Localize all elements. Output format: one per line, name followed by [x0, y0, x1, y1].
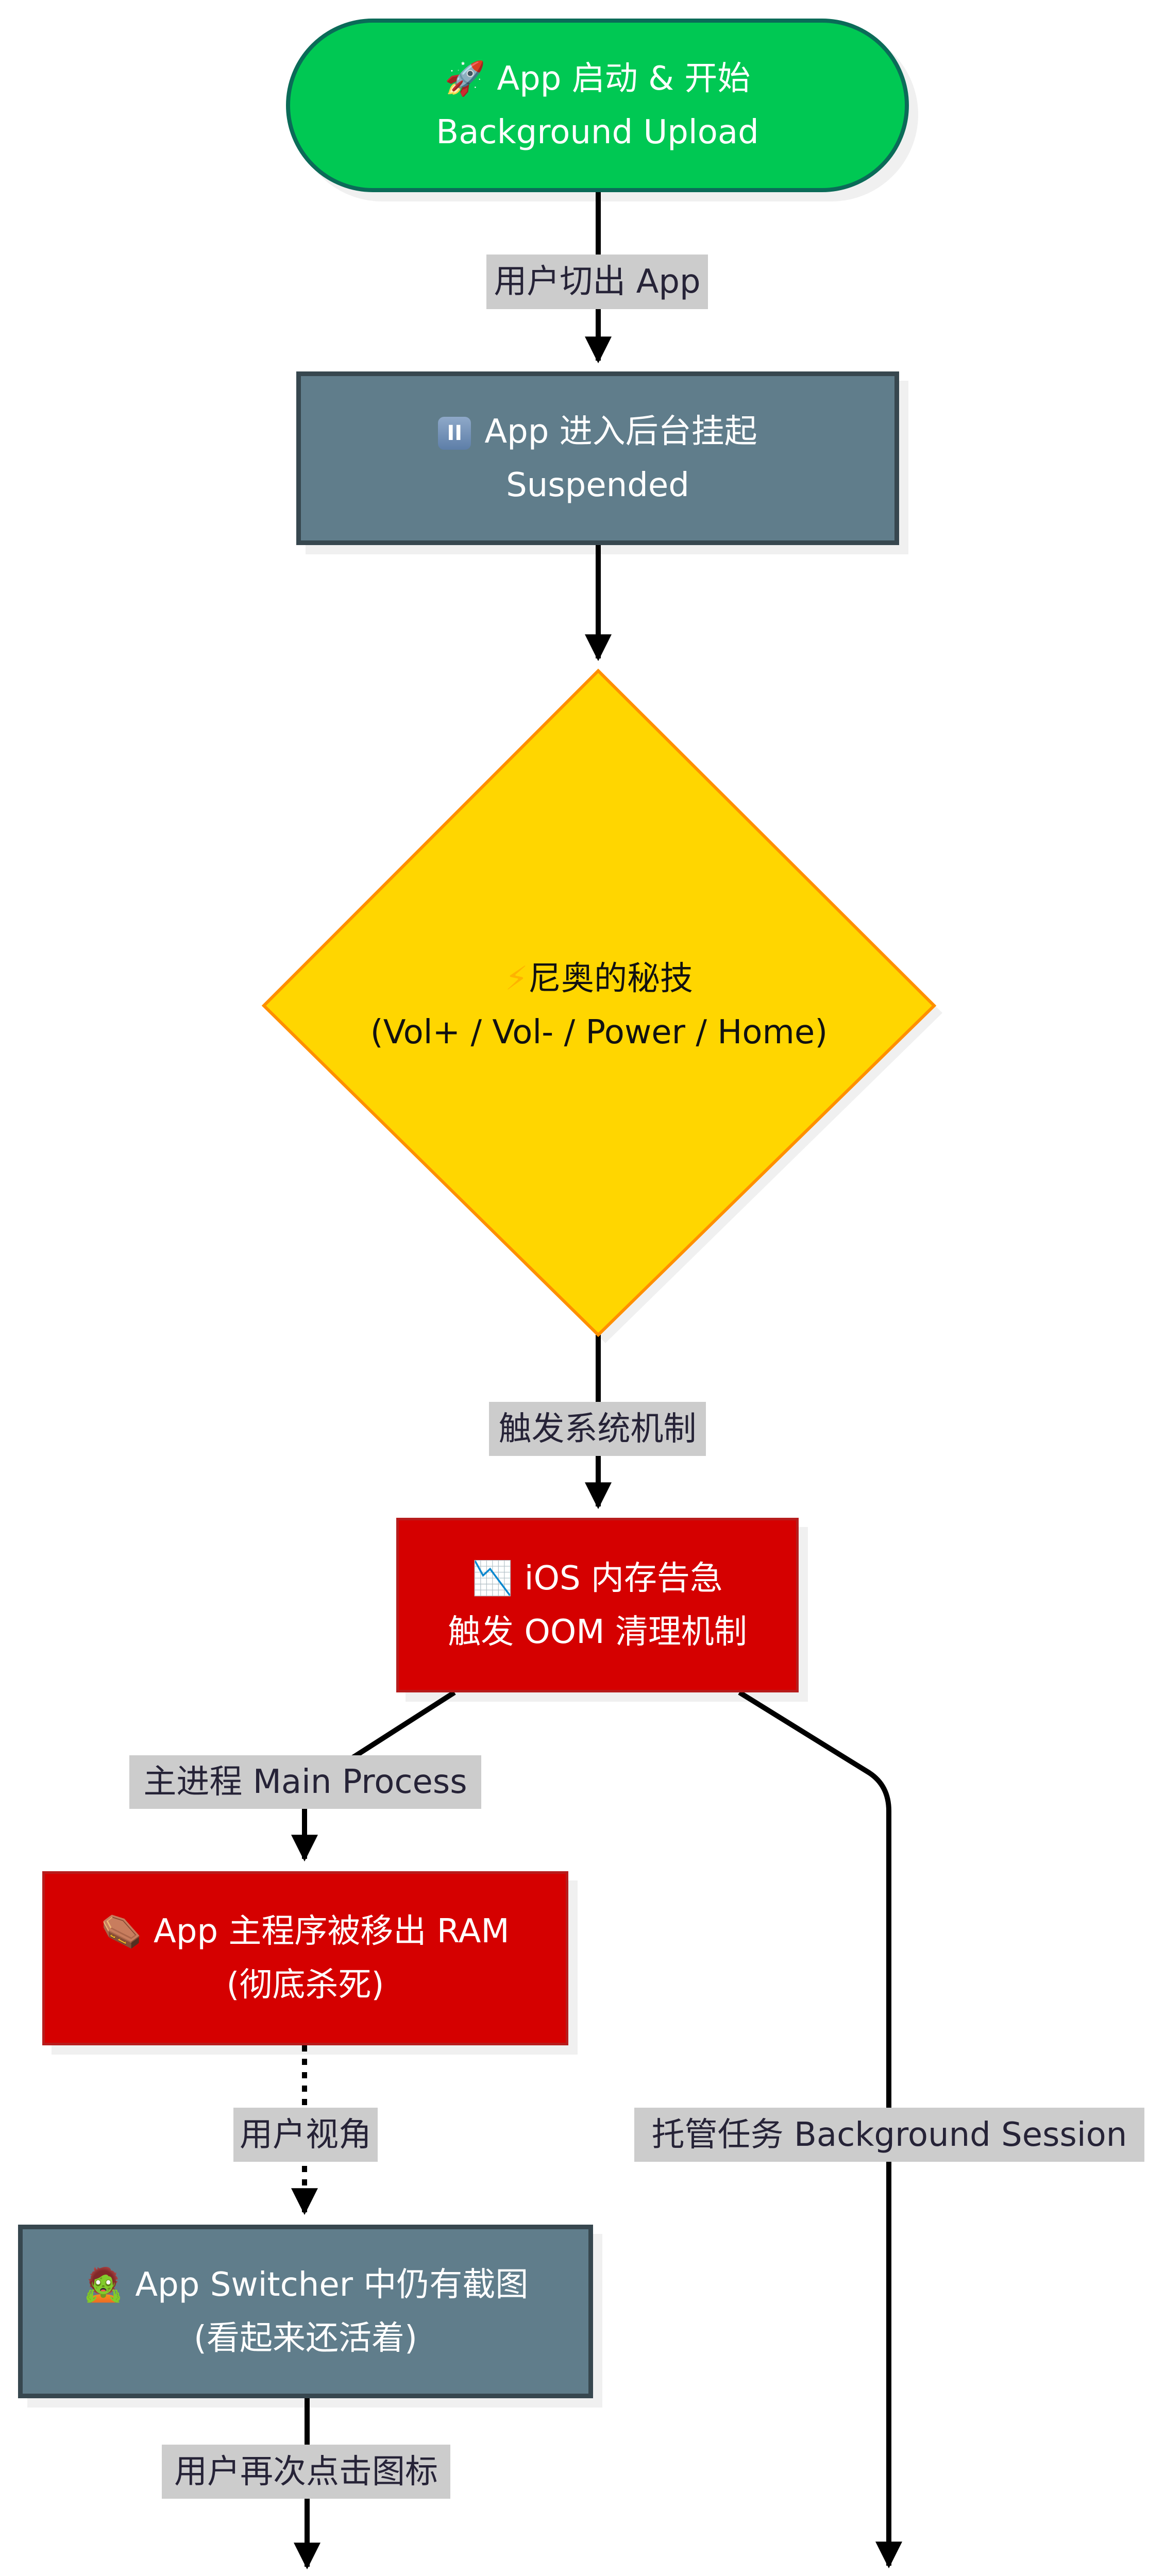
lightning-icon: ⚡	[505, 960, 528, 998]
edge-label-user-leaves-app: 用户切出 App	[486, 255, 708, 309]
app-killed-node-title: App 主程序被移出 RAM	[154, 1912, 510, 1951]
decision-node: ⚡尼奥的秘技 (Vol+ / Vol- / Power / Home)	[264, 903, 934, 1109]
decision-node-title: 尼奥的秘技	[528, 960, 693, 998]
app-switcher-node-title: App Switcher 中仍有截图	[135, 2265, 529, 2304]
start-node-subtitle: Background Upload	[436, 113, 759, 151]
rocket-icon: 🚀	[444, 59, 486, 98]
suspended-node-subtitle: Suspended	[506, 466, 689, 504]
start-node: 🚀 App 启动 & 开始 Background Upload	[286, 19, 909, 192]
coffin-icon: ⚰️	[101, 1912, 143, 1951]
app-killed-node: ⚰️ App 主程序被移出 RAM (彻底杀死)	[42, 1871, 568, 2045]
zombie-icon: 🧟	[82, 2265, 124, 2304]
decision-diamond	[261, 668, 937, 1337]
app-switcher-node: 🧟 App Switcher 中仍有截图 (看起来还活着)	[18, 2225, 593, 2398]
edge-oom-to-ghost	[738, 1690, 902, 2569]
edge-label-user-perspective: 用户视角	[233, 2108, 378, 2162]
edge-label-background-session: 托管任务 Background Session	[634, 2108, 1144, 2162]
edge-label-user-taps-icon: 用户再次点击图标	[162, 2445, 450, 2499]
app-switcher-node-subtitle: (看起来还活着)	[194, 2319, 417, 2358]
edge-label-trigger-system: 触发系统机制	[489, 1402, 706, 1456]
app-killed-node-subtitle: (彻底杀死)	[226, 1966, 384, 2004]
pause-icon: II	[438, 416, 471, 450]
start-node-title: App 启动 & 开始	[497, 59, 751, 98]
decision-node-subtitle: (Vol+ / Vol- / Power / Home)	[370, 1013, 828, 1052]
chart-decreasing-icon: 📉	[472, 1559, 513, 1598]
oom-node: 📉 iOS 内存告急 触发 OOM 清理机制	[396, 1518, 799, 1692]
edge-label-main-process: 主进程 Main Process	[129, 1755, 481, 1809]
oom-node-title: iOS 内存告急	[524, 1559, 723, 1598]
suspended-node: II App 进入后台挂起 Suspended	[296, 371, 899, 545]
oom-node-subtitle: 触发 OOM 清理机制	[448, 1613, 747, 1651]
suspended-node-title: App 进入后台挂起	[484, 412, 757, 451]
